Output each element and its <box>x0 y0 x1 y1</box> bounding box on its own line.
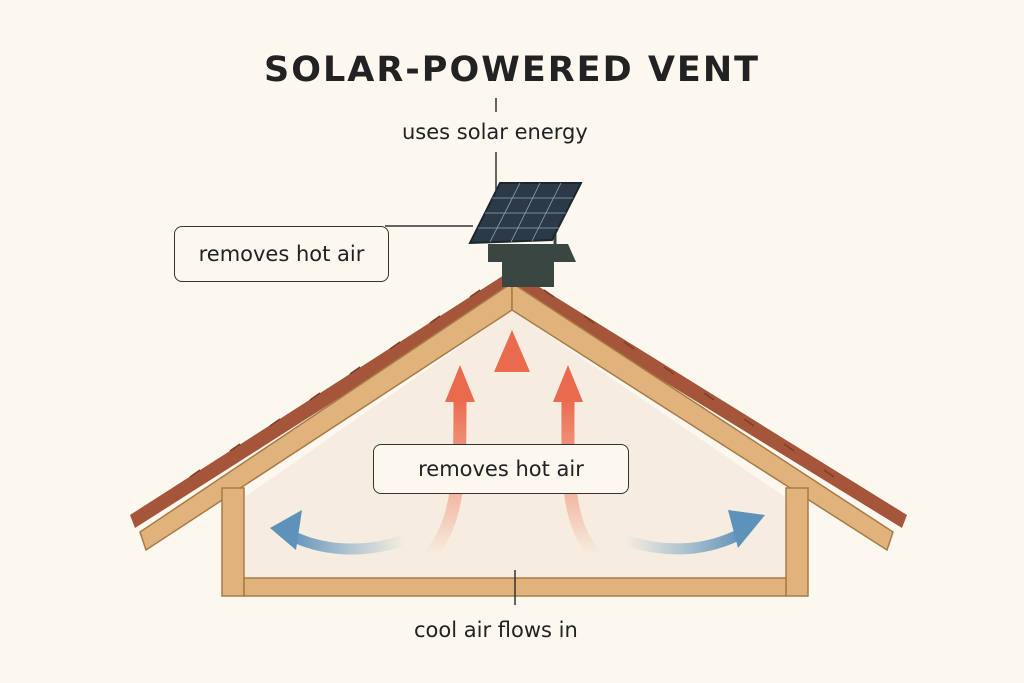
label-box-vent: removes hot air <box>174 226 389 282</box>
label-cool-air: cool air flows in <box>414 618 578 642</box>
roof-tiles-right <box>512 270 907 528</box>
solar-vent <box>468 182 583 287</box>
tile-lines <box>189 289 835 478</box>
cool-air-arrows <box>270 510 765 555</box>
wall-right <box>785 487 809 597</box>
rafter-right <box>511 281 894 552</box>
wall-left <box>221 487 245 597</box>
label-box-attic: removes hot air <box>373 444 629 494</box>
diagram-title: SOLAR-POWERED VENT <box>263 50 760 90</box>
label-vent: removes hot air <box>198 242 365 266</box>
label-solar-energy: uses solar energy <box>402 120 588 144</box>
label-attic: removes hot air <box>418 457 584 481</box>
roof-tiles-left <box>130 270 512 528</box>
